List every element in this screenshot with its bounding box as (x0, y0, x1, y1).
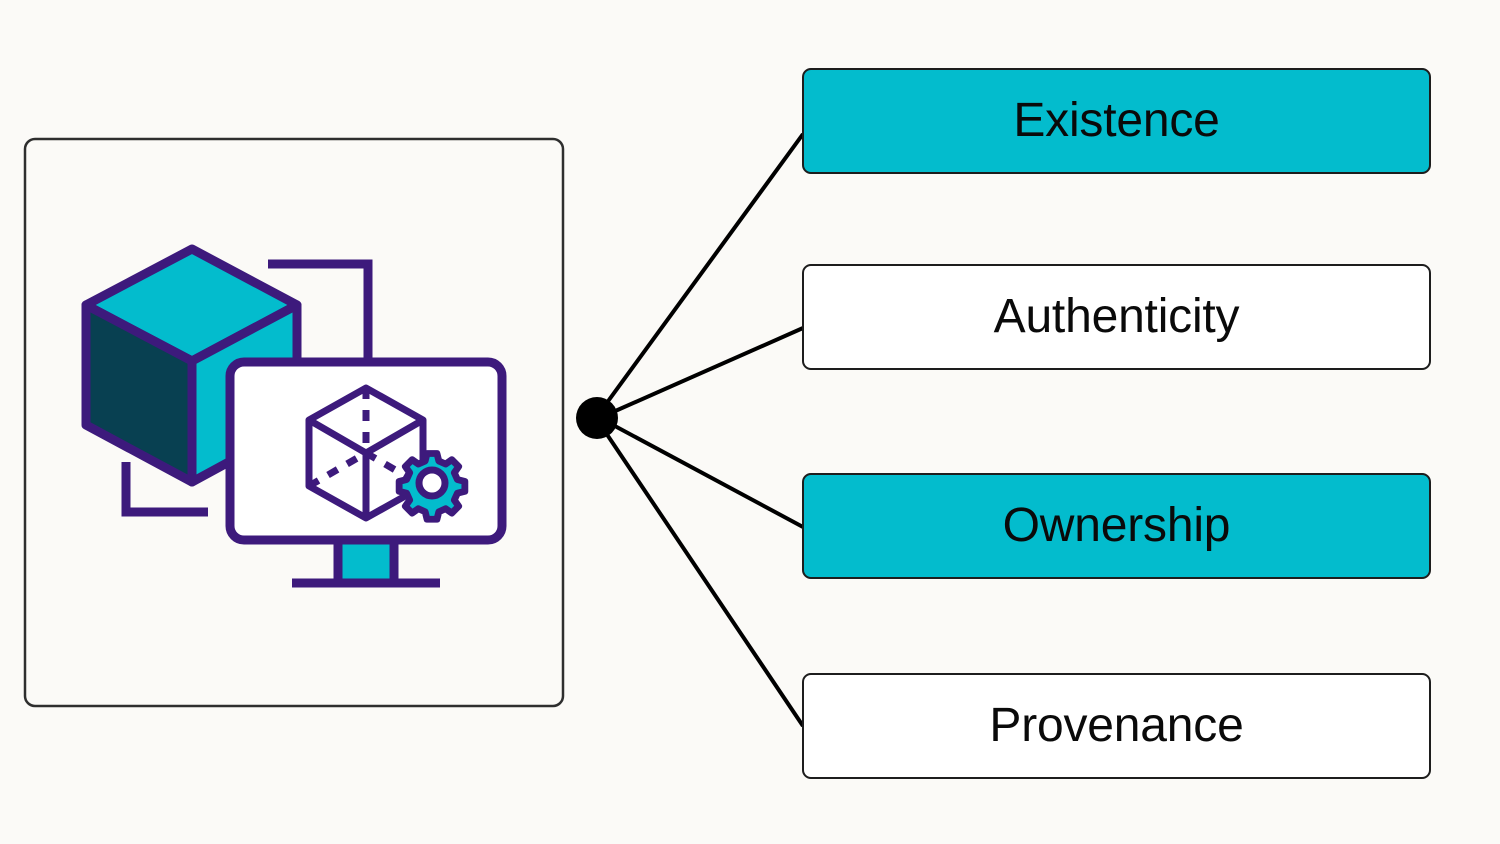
connector-to-ownership (612, 423, 804, 529)
monitor-neck-icon (333, 533, 399, 588)
connector-to-authenticity (612, 326, 804, 414)
node-label-authenticity: Authenticity (993, 290, 1240, 343)
node-box-ownership[interactable]: Ownership (802, 473, 1431, 579)
node-label-ownership: Ownership (1002, 499, 1231, 552)
node-box-authenticity[interactable]: Authenticity (802, 264, 1431, 370)
connector-to-provenance (604, 431, 805, 728)
gear-icon (395, 450, 469, 523)
wireframe-cube-hidden-diagonal-dash (307, 449, 368, 490)
bracket-bottom-icon (121, 462, 208, 517)
node-box-existence[interactable]: Existence (802, 68, 1431, 174)
monitor-icon (225, 357, 507, 588)
connector-lines (604, 132, 805, 728)
node-box-provenance[interactable]: Provenance (802, 673, 1431, 779)
gear-center-hole (415, 466, 449, 500)
bracket-top-icon (268, 259, 373, 392)
connector-to-existence (604, 132, 805, 406)
3d-asset-on-monitor-icon (81, 244, 507, 588)
connector-hub[interactable] (576, 397, 618, 439)
node-label-provenance: Provenance (989, 699, 1244, 752)
node-label-existence: Existence (1013, 94, 1220, 147)
